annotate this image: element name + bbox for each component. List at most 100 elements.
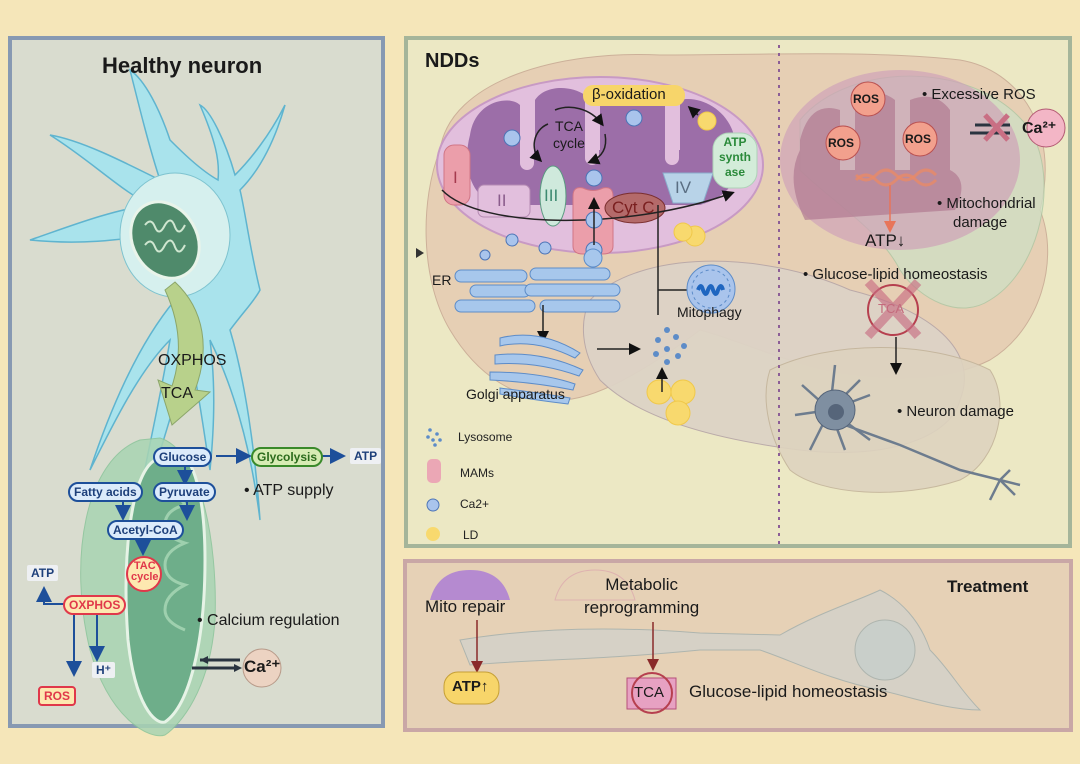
bullet-atp-supply-text: ATP supply (253, 482, 334, 499)
golgi-shape (489, 334, 584, 405)
tac-cycle-circle (126, 556, 162, 592)
pyruvate-node: Pyruvate (153, 482, 216, 502)
complex-1-shape (443, 144, 471, 206)
lysosome-shape (653, 327, 687, 365)
healthy-neuron-illustration (29, 68, 286, 521)
bullet-atp-supply: • ATP supply (244, 482, 334, 499)
healthy-calcium-exchange-arrows (192, 656, 242, 672)
legend-lysosome-icon (426, 428, 442, 447)
legend-mams-label: MAMs (460, 466, 494, 480)
damaged-mtdna-2 (854, 173, 938, 187)
electron-transport-arrow (441, 189, 735, 222)
cyt-c-shape (604, 192, 666, 224)
h-plus-output: H⁺ (92, 662, 115, 678)
oxphos-flow-label: OXPHOS (158, 352, 227, 369)
atp-synthase-line2: synth (719, 150, 752, 164)
ros-badge-3: ROS (905, 132, 932, 146)
glucose-node: Glucose (153, 447, 213, 467)
treatment-tca-label: TCA (634, 684, 664, 701)
treatment-tca-cycle-icon (631, 672, 673, 714)
healthy-panel-title: Healthy neuron (102, 53, 263, 78)
complex-2-shape (477, 184, 531, 218)
beta-oxidation-pill (583, 85, 685, 106)
atp-output-right: ATP (350, 448, 382, 464)
complex-3-shape (539, 165, 567, 227)
cyt-c-label: Cyt C (612, 198, 655, 217)
healthy-soma-mitochondrion-icon (129, 200, 201, 280)
ndds-tca-line1: TCA (554, 118, 583, 134)
bullet-excessive-ros-text: Excessive ROS (931, 86, 1036, 103)
atp-synthase-shape (712, 132, 758, 189)
damaged-calcium-label: Ca²⁺ (1022, 120, 1057, 137)
ld-to-beta-ox-arrow (687, 106, 701, 119)
oxphos-node: OXPHOS (63, 595, 127, 615)
bullet-mito-damage-line2: damage (953, 214, 1008, 231)
tac-cycle-line1: TAC (133, 560, 156, 572)
healthy-to-ndds-arrowhead (416, 248, 424, 258)
ros-badge-2: ROS (828, 136, 855, 150)
ros-output: ROS (38, 686, 77, 706)
legend-calcium-label: Ca2+ (460, 497, 490, 511)
atp-up-label: ATP↑ (452, 678, 489, 695)
bullet-calcium-regulation: • Calcium regulation (197, 612, 340, 629)
complex-1-label: I (453, 168, 458, 187)
healthy-calcium-circle (242, 648, 282, 688)
bullet-glucose-lipid-homeostasis: • Glucose-lipid homeostasis (803, 266, 988, 283)
legend-lysosome-label: Lysosome (458, 430, 513, 444)
metabolic-line1: Metabolic (605, 575, 679, 594)
tca-flow-label: TCA (161, 385, 193, 402)
ndds-panel-title: NDDs (425, 50, 480, 72)
bullet-mitochondrial-damage: • Mitochondrial damage (937, 195, 1036, 231)
metabolic-line2: reprogramming (584, 598, 700, 617)
treatment-mito-icon (430, 570, 510, 600)
complex-3-label: III (544, 186, 559, 205)
er-label: ER (432, 272, 452, 288)
blocked-tca-cycle (864, 278, 922, 340)
ndds-tca-cycle-label: TCA cycle (553, 118, 585, 152)
damaged-calcium-circle (1026, 108, 1066, 148)
treatment-panel-title: Treatment (947, 577, 1029, 596)
blocked-calcium-exchange (970, 113, 1010, 142)
damaged-mtdna (854, 168, 938, 182)
legend-mams-icon (427, 459, 441, 483)
complex-2-label: II (497, 191, 507, 210)
fatty-acids-node: Fatty acids (68, 482, 143, 502)
mitophagy-membrane (691, 269, 731, 309)
green-flow-arrow (157, 281, 212, 426)
bullet-neuron-damage: • Neuron damage (897, 403, 1014, 420)
complex-4-label: IV (675, 178, 692, 197)
treatment-faded-mito-icon (554, 569, 636, 601)
atp-synthase-line3: ase (724, 165, 746, 179)
mitophagy-inner-mito (696, 284, 725, 296)
legend-ld-icon (426, 527, 440, 541)
bullet-glucose-lipid-text: Glucose-lipid homeostasis (812, 266, 988, 283)
bullet-mito-damage-line1: Mitochondrial (946, 195, 1036, 212)
mitophagy-label: Mitophagy (677, 304, 742, 320)
acetyl-coa-node: Acetyl-CoA (107, 520, 184, 540)
healthy-calcium-label: Ca²⁺ (244, 657, 281, 676)
mitophagy-bracket (657, 205, 688, 315)
blocked-tca-label: TCA (878, 301, 904, 316)
beta-oxidation-label: β-oxidation (592, 86, 666, 103)
bullet-excessive-ros: • Excessive ROS (922, 86, 1036, 103)
atp-down-label: ATP↓ (865, 231, 906, 250)
ndds-tca-line2: cycle (553, 135, 585, 151)
atp-up-pill (443, 671, 500, 705)
legend-ld-label: LD (463, 528, 479, 542)
treatment-homeostasis-label: Glucose-lipid homeostasis (689, 682, 888, 701)
atp-synthase-label: ATP synth ase (719, 135, 751, 180)
mito-repair-label: Mito repair (425, 597, 506, 616)
er-shape (454, 248, 621, 313)
bullet-calcium-regulation-text: Calcium regulation (207, 612, 340, 629)
treatment-neuron (459, 589, 982, 711)
ros-badge-1: ROS (853, 92, 880, 106)
tac-cycle-label: TAC cycle (131, 561, 159, 583)
glycolysis-node: Glycolysis (251, 447, 324, 467)
lipid-droplets (646, 111, 717, 426)
atp-synthase-line1: ATP (723, 135, 747, 149)
bullet-neuron-damage-text: Neuron damage (906, 403, 1014, 420)
golgi-label: Golgi apparatus (466, 386, 565, 402)
damaged-neuron-nucleus (828, 404, 844, 420)
tac-cycle-line2: cycle (131, 571, 159, 583)
